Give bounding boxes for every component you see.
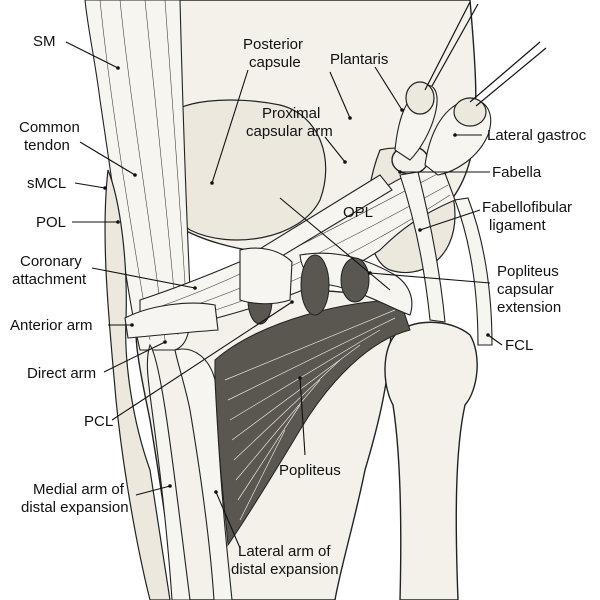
leader-posterior-capsule-2 (329, 71, 351, 119)
label-coronary-2: attachment (12, 271, 87, 288)
label-opl: OPL (343, 204, 373, 221)
popliteus-muscle (214, 299, 411, 547)
popliteus-fibers (224, 309, 396, 521)
label-direct-arm: Direct arm (27, 365, 96, 382)
leader-opl-extra (279, 197, 391, 291)
leader-fcl (487, 334, 503, 346)
label-lateral-gastroc: Lateral gastroc (487, 127, 587, 144)
leader-plantaris (374, 66, 403, 111)
leader-popliteus-capsular (369, 272, 491, 284)
label-pol: POL (36, 214, 66, 231)
label-medial-arm-2: distal expansion (21, 499, 129, 516)
label-fabellofibular-2: ligament (489, 217, 547, 234)
label-popliteus-capsular-1: Popliteus (497, 263, 559, 280)
label-plantaris: Plantaris (330, 51, 388, 68)
labels: SM Posterior capsule Plantaris Common te… (10, 33, 587, 578)
leader-lines (65, 41, 503, 549)
anterior-arm (124, 302, 219, 339)
leader-popliteus (299, 377, 306, 456)
label-popliteus-capsular-3: extension (497, 299, 561, 316)
label-lateral-arm-1: Lateral arm of (238, 543, 331, 560)
sm-fiber-lines (99, 0, 187, 341)
plantaris-cut-end (405, 81, 435, 115)
label-popliteus: Popliteus (279, 462, 341, 479)
tendon-strands (424, 1, 547, 107)
leader-smcl (74, 182, 106, 189)
label-lateral-arm-2: distal expansion (231, 561, 339, 578)
leader-proximal-capsular-arm (324, 136, 346, 163)
leader-heads (103, 66, 490, 494)
label-smcl: sMCL (27, 175, 66, 192)
proximal-capsular-arm (249, 174, 393, 269)
leader-fabellofibular (419, 209, 481, 231)
label-medial-arm-1: Medial arm of (33, 481, 125, 498)
capsular-window-2 (340, 257, 370, 303)
fibular-collateral-ligament (454, 197, 493, 346)
label-pcl: PCL (84, 413, 113, 430)
posterior-cruciate-ligament (239, 247, 293, 305)
medial-collateral-edge (104, 169, 171, 600)
label-posterior-capsule-1: Posterior (243, 36, 303, 53)
label-anterior-arm: Anterior arm (10, 317, 93, 334)
label-common-tendon-1: Common (19, 119, 80, 136)
label-common-tendon-2: tendon (24, 137, 70, 154)
leader-pcl (111, 301, 293, 421)
lateral-arm-distal-expansion (174, 348, 233, 600)
leader-lateral-arm (215, 491, 241, 549)
label-popliteus-capsular-2: capsular (497, 281, 554, 298)
leader-coronary (91, 267, 196, 289)
leader-posterior-capsule (211, 69, 249, 184)
capsular-window-1 (300, 254, 330, 316)
label-proximal-capsular-arm-1: Proximal (262, 105, 320, 122)
label-coronary-1: Coronary (20, 253, 82, 270)
fibula (384, 321, 478, 600)
leader-sm (65, 41, 119, 69)
fabellofibular-ligament (399, 171, 446, 323)
label-sm: SM (33, 33, 56, 50)
leader-medial-arm (135, 485, 171, 496)
label-fabella: Fabella (492, 164, 542, 181)
label-proximal-capsular-arm-2: capsular arm (246, 123, 333, 140)
leader-common-tendon (79, 141, 136, 176)
leader-direct-arm (103, 341, 166, 373)
label-posterior-capsule-2: capsule (249, 54, 301, 71)
label-fcl: FCL (505, 337, 533, 354)
label-fabellofibular-1: Fabellofibular (482, 199, 572, 216)
medial-arm-distal-expansion (146, 343, 191, 600)
